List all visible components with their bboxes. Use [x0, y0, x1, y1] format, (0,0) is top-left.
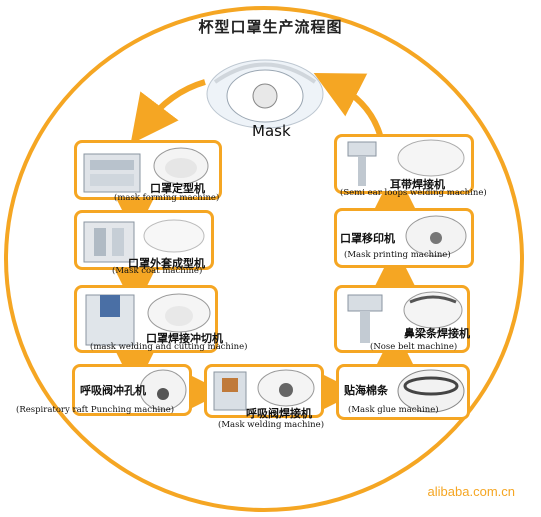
machine-image — [213, 371, 247, 411]
machine-image — [347, 141, 377, 186]
step-en-label: (Mask glue machine) — [348, 405, 439, 415]
mask-product-image — [397, 369, 465, 413]
mask-product-image — [397, 139, 465, 177]
outer-ring — [4, 6, 524, 512]
mask-product-image — [143, 219, 205, 253]
step-cn-label: 口罩焊接冲切机 — [146, 332, 223, 345]
machine-image — [83, 153, 141, 193]
step-cn-label: 耳带焊接机 — [390, 178, 445, 191]
mask-product-image — [405, 215, 467, 257]
watermark: alibaba.com.cn — [427, 484, 515, 499]
step-en-label: (mask forming machine) — [114, 193, 220, 203]
mask-product-image — [153, 147, 209, 185]
step-en-label: (Mask printing machine) — [344, 250, 451, 260]
step-cn-label: 贴海棉条 — [344, 384, 388, 397]
arrow-right-arc — [313, 73, 383, 136]
arrow-left-arc — [130, 79, 206, 145]
machine-image — [83, 221, 135, 263]
step-en-label: (Respiratory raft Punching machine) — [16, 405, 175, 415]
step-en-label: (Nose belt machine) — [370, 342, 458, 352]
mask-product-image — [403, 291, 463, 329]
step-en-label: (Semi ear loops welding machine) — [340, 188, 487, 198]
step-cn-label: 口罩外套成型机 — [128, 257, 205, 270]
machine-image — [347, 294, 383, 343]
step-en-label: (mask welding and cutting machine) — [90, 342, 248, 352]
diagram-title: 杯型口罩生产流程图 — [198, 18, 343, 36]
mask-product-image — [147, 293, 211, 333]
mask-product-image — [257, 369, 315, 407]
step-en-label: (Mask coat machine) — [112, 266, 203, 276]
step-cn-label: 呼吸阀冲孔机 — [80, 384, 146, 397]
mask-product-image — [139, 369, 187, 411]
step-cn-label: 口罩定型机 — [150, 182, 205, 195]
mask-image — [206, 59, 324, 129]
step-cn-label: 呼吸阀焊接机 — [246, 407, 312, 420]
step-en-label: (Mask welding machine) — [218, 420, 325, 430]
step-cn-label: 鼻梁条焊接机 — [404, 327, 470, 340]
machine-image — [85, 294, 135, 346]
step-cn-label: 口罩移印机 — [340, 232, 395, 245]
mask-label: Mask — [252, 122, 291, 140]
